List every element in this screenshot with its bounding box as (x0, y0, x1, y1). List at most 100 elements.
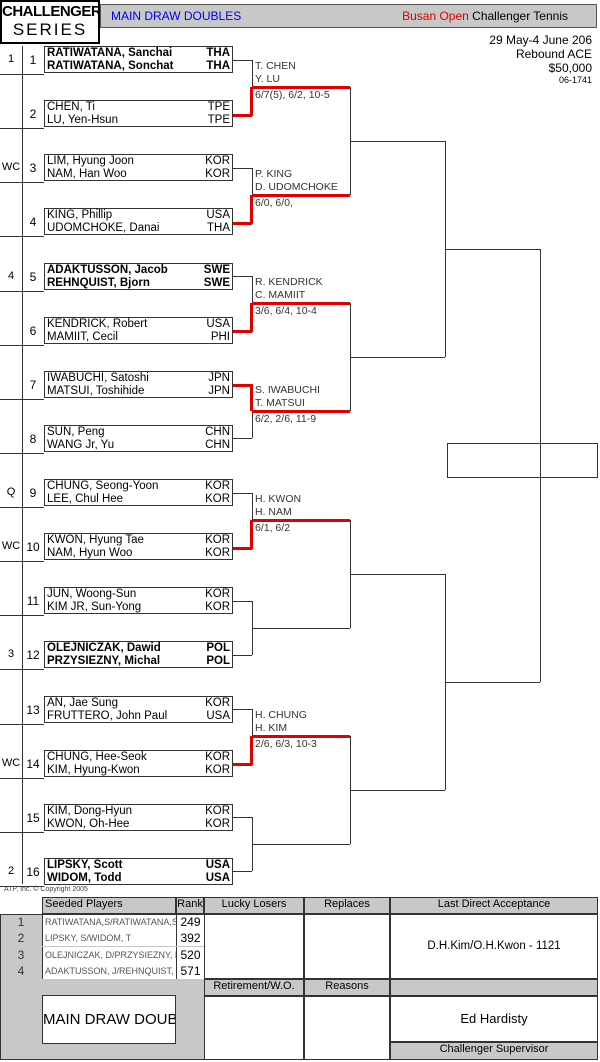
winner-name: R. KENDRICK (255, 276, 323, 288)
match-score: 3/6, 6/4, 10-4 (255, 305, 317, 317)
player-country: SWE (203, 276, 230, 289)
seed-label: Q (6, 486, 16, 498)
winner-name: T. MATSUI (255, 397, 305, 409)
seeded-team: LIPSKY, S/WIDOM, T (42, 930, 176, 947)
connector (233, 60, 252, 61)
player-country: THA (206, 59, 230, 72)
match-score: 6/0, 6/0, (255, 197, 293, 209)
connector (233, 763, 252, 766)
retirement-header: Retirement/W.O. (204, 979, 304, 996)
player-country: KOR (205, 817, 230, 830)
connector (252, 628, 350, 629)
dates: 29 May-4 June 206 (489, 33, 592, 47)
seed-number: 4 (17, 963, 25, 978)
connector (252, 168, 253, 195)
connector (252, 410, 350, 413)
seed-number: 1 (17, 915, 25, 929)
player-country: USA (206, 318, 230, 330)
player-line: KIM, Dong-Hyun KOR (47, 805, 232, 818)
column-divider (22, 46, 23, 884)
draw-position: 13 (26, 703, 40, 717)
player-name: KIM JR, Sun-Yong (47, 600, 142, 613)
connector (233, 168, 252, 169)
lucky-losers-header: Lucky Losers (204, 897, 304, 914)
player-country: THA (207, 221, 230, 234)
player-country: TPE (207, 101, 230, 113)
connector (250, 736, 253, 765)
player-name: KING, Phillip (47, 209, 113, 221)
tournament-suffix: Challenger Tennis (472, 9, 568, 23)
footer-outline (0, 914, 598, 1060)
lda-header: Last Direct Acceptance (390, 897, 598, 914)
winner-name: D. UDOMCHOKE (255, 181, 338, 193)
player-country: KOR (205, 697, 230, 709)
match-score: 2/6, 6/3, 10-3 (255, 738, 317, 750)
match-score: 6/7(5), 6/2, 10-5 (255, 89, 330, 101)
connector (252, 302, 350, 305)
connector (252, 735, 350, 738)
seeded-team: ADAKTUSSON, J/REHNQUIST, B (42, 962, 176, 979)
connector (233, 601, 252, 602)
reasons-header: Reasons (304, 979, 390, 996)
winner-name: H. CHUNG (255, 709, 307, 721)
winner-name: C. MAMIIT (255, 289, 306, 301)
draw-label-box: MAIN DRAW DOUBLES (42, 995, 176, 1044)
connector (540, 249, 541, 682)
player-country: KOR (205, 805, 230, 817)
draw-position: 14 (26, 757, 40, 771)
seed-rank: 249 (176, 914, 204, 930)
player-country: USA (206, 709, 230, 722)
rank-header: Rank (176, 897, 204, 914)
player-name: FRUTTERO, John Paul (47, 709, 168, 722)
player-name: AN, Jae Sung (47, 697, 118, 709)
tournament-name: Busan Open (402, 9, 469, 23)
player-line: FRUTTERO, John Paul USA (47, 710, 232, 723)
challenger-series-logo: CHALLENGER SERIES (0, 0, 102, 44)
draw-position: 11 (26, 594, 40, 608)
row-divider (0, 886, 44, 887)
player-name: NAM, Hyun Woo (47, 546, 133, 559)
seeded-team: RATIWATANA,S/RATIWATANA,S (42, 914, 176, 930)
connector (233, 871, 252, 872)
seed-number: 3 (17, 947, 25, 962)
player-name: KWON, Hyung Tae (47, 534, 144, 546)
connector (350, 574, 445, 575)
player-name: KIM, Dong-Hyun (47, 805, 133, 817)
player-country: CHN (205, 426, 230, 438)
replaces-header: Replaces (304, 897, 390, 914)
player-name: MATSUI, Toshihide (47, 384, 145, 397)
connector (252, 709, 253, 736)
player-line: KWON, Hyung Tae KOR (47, 534, 232, 547)
player-country: USA (205, 871, 230, 884)
player-name: LU, Yen-Hsun (47, 113, 118, 126)
connector (445, 249, 540, 250)
player-country: KOR (205, 534, 230, 546)
draw-position: 9 (29, 486, 37, 500)
connector (233, 493, 252, 494)
connector (252, 194, 350, 197)
draw-position: 10 (26, 540, 40, 554)
player-country: POL (206, 642, 230, 654)
seed-label: 4 (7, 270, 15, 282)
connector (233, 438, 252, 439)
player-name: CHUNG, Hee-Seok (47, 751, 147, 763)
